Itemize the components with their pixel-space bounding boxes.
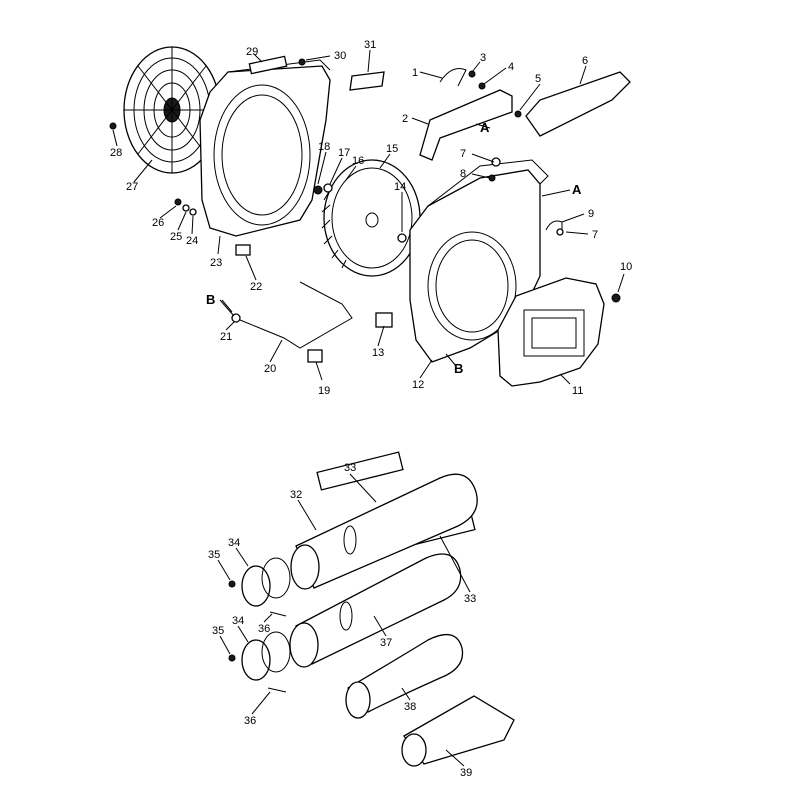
decal-13 (375, 312, 393, 328)
washer-17 (323, 183, 333, 193)
callout: 24 (186, 235, 198, 247)
part-22 (235, 244, 251, 256)
callout: 4 (508, 61, 514, 73)
decal-29 (248, 55, 288, 75)
nut-35-lower (228, 654, 236, 662)
tube-32 (295, 473, 478, 589)
screw-36-upper (269, 611, 287, 617)
callout: 16 (352, 155, 364, 167)
reference-marker: A (480, 120, 490, 135)
callout: 20 (264, 363, 276, 375)
callout: 19 (318, 385, 330, 397)
callout: 23 (210, 257, 222, 269)
callout: 38 (404, 701, 416, 713)
callout: 12 (412, 379, 424, 391)
callout: 34 (232, 615, 244, 627)
screw-3 (468, 70, 476, 78)
leader-lines-upper (112, 49, 625, 385)
spacer-19 (307, 349, 323, 363)
callout: 7 (592, 229, 598, 241)
lever-1 (439, 68, 467, 87)
clamp-34-lower (241, 631, 291, 681)
blower-housing-assembly (109, 46, 631, 387)
callout: 13 (372, 347, 384, 359)
callout: 8 (460, 168, 466, 180)
blower-tube-assembly (217, 451, 515, 767)
callout: 32 (290, 489, 302, 501)
callout: 25 (170, 231, 182, 243)
callout: 11 (572, 385, 583, 397)
callout: 2 (402, 113, 408, 125)
reference-marker: B (206, 292, 215, 307)
callout: 28 (110, 147, 122, 159)
callout: 29 (246, 46, 258, 58)
callout: 27 (126, 181, 138, 193)
callout: 35 (212, 625, 224, 637)
grommet-7b (556, 228, 564, 236)
callout: 17 (338, 147, 350, 159)
screw-10 (611, 293, 621, 303)
callout: 33 (464, 593, 476, 605)
reference-marker: B (454, 361, 463, 376)
callout: 22 (250, 281, 262, 293)
washer-14 (397, 233, 407, 243)
fan-impeller (321, 159, 421, 277)
grommet-7 (491, 157, 501, 167)
callout: 3 (480, 52, 486, 64)
callout: 30 (334, 50, 346, 62)
cover-11 (497, 277, 605, 387)
callout: 10 (620, 261, 632, 273)
rod-20 (239, 281, 353, 349)
callout: 36 (258, 623, 270, 635)
intake-grille (123, 46, 221, 174)
bracket-2 (419, 89, 513, 161)
decal-33a (316, 451, 404, 491)
screw-5 (514, 110, 522, 118)
spring-9 (545, 220, 563, 232)
leader-lines-lower (217, 473, 471, 767)
callout: 7 (460, 148, 466, 160)
callout: 21 (220, 331, 232, 343)
callout: 5 (535, 73, 541, 85)
callout: 1 (412, 67, 418, 79)
callout: 6 (582, 55, 588, 67)
callout: 36 (244, 715, 256, 727)
nut-18 (313, 185, 323, 195)
left-housing (199, 59, 331, 237)
nut-35-upper (228, 580, 236, 588)
callout: 37 (380, 637, 392, 649)
screw-30 (298, 58, 306, 66)
reference-marker: A (572, 182, 582, 197)
clamp-34-upper (241, 557, 291, 607)
grille-screw (109, 122, 117, 130)
screw-36-lower (267, 687, 287, 693)
screw-4 (478, 82, 486, 90)
callout-labels: 1 2 3 4 5 6 7 8 9 7 10 11 12 13 14 15 16… (110, 39, 632, 779)
callout: 18 (318, 141, 330, 153)
callout: 33 (344, 462, 356, 474)
callout: 9 (588, 208, 594, 220)
curved-nozzle-38 (347, 633, 464, 713)
callout: 15 (386, 143, 398, 155)
nut-26 (174, 198, 182, 206)
callout: 31 (364, 39, 376, 51)
handle-6 (525, 71, 631, 137)
callout: 39 (460, 767, 472, 779)
callout: 34 (228, 537, 240, 549)
tube-37 (295, 553, 462, 665)
washer-25 (182, 204, 190, 212)
callout: 14 (394, 181, 406, 193)
callout: 35 (208, 549, 220, 561)
callout: 26 (152, 217, 164, 229)
decal-31 (349, 71, 385, 91)
washer-24 (189, 208, 197, 216)
